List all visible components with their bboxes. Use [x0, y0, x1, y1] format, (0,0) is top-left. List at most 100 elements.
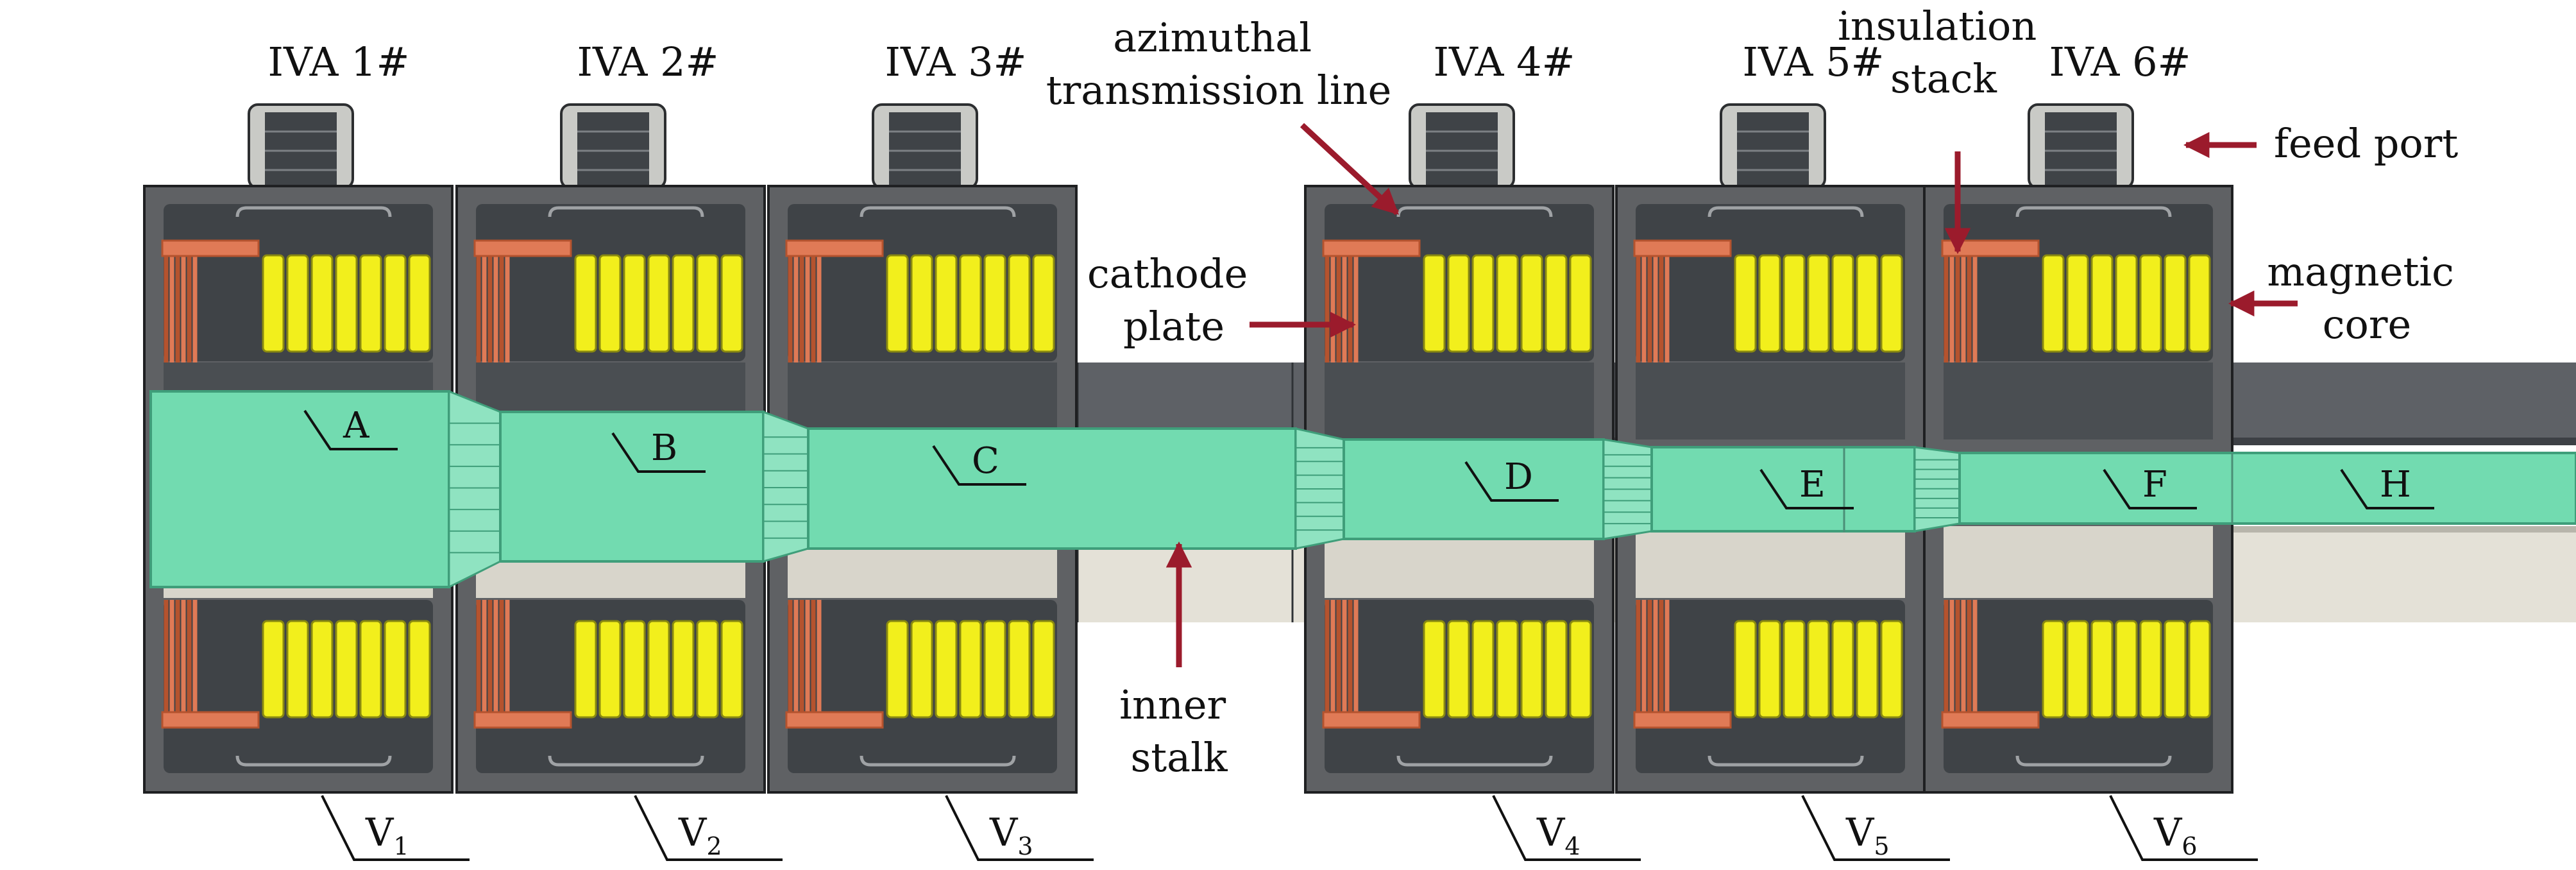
voltage-leader-6: [2109, 795, 2258, 861]
module-header-5: IVA 5#: [1743, 38, 1885, 85]
feed-port-label: feed port: [2274, 120, 2458, 167]
voltage-1: V1: [321, 795, 470, 861]
magnetic-core-upper-1-4: [335, 254, 358, 353]
lower-insulator-cap-4: [1322, 711, 1421, 729]
segment-leader-A: [303, 409, 398, 450]
upper-hook-3: [860, 206, 1016, 218]
magnetic-core-upper-3-7: [1032, 254, 1055, 353]
magnetic-core-lower-4-2: [1447, 620, 1470, 719]
magnetic-core-upper-4-4: [1496, 254, 1519, 353]
lower-insulator-cap-2: [473, 711, 572, 729]
magnetic-core-upper-4-6: [1545, 254, 1568, 353]
magnetic-core-upper-6-5: [2139, 254, 2162, 353]
insulation-stack-label: insulation stack: [1838, 3, 2049, 102]
magnetic-core-lower-4-6: [1545, 620, 1568, 719]
voltage-leader-3: [945, 795, 1094, 861]
magnetic-core-upper-2-7: [720, 254, 743, 353]
magnetic-core-upper-2-1: [574, 254, 597, 353]
lower-insulator-cap-3: [785, 711, 884, 729]
upper-insulator-cap-4: [1322, 239, 1421, 257]
magnetic-core-upper-4-3: [1471, 254, 1495, 353]
segment-D: D: [1464, 456, 1559, 502]
module-header-4: IVA 4#: [1434, 38, 1575, 85]
stalk-section-2: [499, 411, 765, 563]
segment-label-C: C: [972, 440, 999, 482]
magnetic-core-lower-1-3: [310, 620, 334, 719]
iva-cavity-4: [1304, 103, 1614, 794]
segment-B: B: [611, 427, 706, 473]
magnetic-core-upper-5-6: [1856, 254, 1879, 353]
magnetic-core-lower-3-7: [1032, 620, 1055, 719]
magnetic-core-lower-2-2: [598, 620, 622, 719]
voltage-label-4: V4: [1536, 810, 1580, 860]
magnetic-core-upper-5-4: [1807, 254, 1830, 353]
module-header-2: IVA 2#: [577, 38, 719, 85]
voltage-5: V5: [1801, 795, 1950, 861]
magnetic-core-lower-4-1: [1423, 620, 1446, 719]
segment-leader-B: [611, 432, 706, 473]
magnetic-core-upper-1-2: [286, 254, 309, 353]
magnetic-core-lower-5-6: [1856, 620, 1879, 719]
magnetic-core-upper-1-5: [359, 254, 382, 353]
voltage-label-5: V5: [1845, 810, 1890, 860]
voltage-leader-1: [321, 795, 470, 861]
magnetic-core-upper-2-2: [598, 254, 622, 353]
voltage-label-2: V2: [678, 810, 722, 860]
stalk-section-6: [1958, 452, 2576, 525]
magnetic-core-lower-4-5: [1520, 620, 1543, 719]
voltage-label-6: V6: [2153, 810, 2198, 860]
magnetic-core-upper-4-2: [1447, 254, 1470, 353]
magnetic-core-lower-3-5: [983, 620, 1006, 719]
segment-H: H: [2340, 464, 2434, 509]
module-bore-top-3: [788, 362, 1057, 439]
magnetic-core-upper-6-1: [2042, 254, 2065, 353]
magnetic-core-lower-3-3: [935, 620, 958, 719]
magnetic-core-lower-6-1: [2042, 620, 2065, 719]
magnetic-core-lower-5-7: [1880, 620, 1903, 719]
magnetic-core-lower-4-4: [1496, 620, 1519, 719]
magnetic-core-upper-6-6: [2164, 254, 2187, 353]
segment-label-H: H: [2380, 464, 2411, 506]
iva-cavity-6: [1923, 103, 2233, 794]
segment-label-F: F: [2142, 464, 2167, 506]
segment-leader-H: [2340, 468, 2434, 509]
voltage-leader-5: [1801, 795, 1950, 861]
lower-hook-5: [1707, 755, 1864, 767]
segment-leader-D: [1464, 461, 1559, 502]
segment-C: C: [932, 440, 1026, 486]
module-header-6: IVA 6#: [2049, 38, 2191, 85]
magnetic-core-upper-3-5: [983, 254, 1006, 353]
module-bore-bottom-5: [1636, 526, 1905, 598]
magnetic-core-upper-5-1: [1734, 254, 1757, 353]
segment-A: A: [303, 405, 398, 450]
voltage-2: V2: [634, 795, 783, 861]
voltage-4: V4: [1492, 795, 1641, 861]
upper-hook-4: [1396, 206, 1553, 218]
voltage-leader-2: [634, 795, 783, 861]
stalk-section-4: [1343, 438, 1605, 540]
magnetic-core-lower-6-6: [2164, 620, 2187, 719]
segment-label-D: D: [1504, 456, 1533, 498]
lower-hook-2: [548, 755, 704, 767]
magnetic-core-lower-2-3: [623, 620, 646, 719]
upper-insulator-cap-3: [785, 239, 884, 257]
segment-label-A: A: [343, 405, 369, 447]
module-header-3: IVA 3#: [885, 38, 1027, 85]
magnetic-core-lower-6-5: [2139, 620, 2162, 719]
voltage-label-1: V1: [365, 810, 409, 860]
lower-hook-1: [235, 755, 392, 767]
magnetic-core-lower-1-4: [335, 620, 358, 719]
upper-insulator-cap-5: [1633, 239, 1732, 257]
lower-insulator-cap-5: [1633, 711, 1732, 729]
magnetic-core-lower-6-2: [2066, 620, 2089, 719]
magnetic-core-lower-1-6: [384, 620, 407, 719]
magnetic-core-lower-3-1: [886, 620, 909, 719]
magnetic-core-upper-3-1: [886, 254, 909, 353]
magnetic-core-lower-3-4: [959, 620, 982, 719]
magnetic-core-upper-1-7: [408, 254, 431, 353]
module-bore-top-5: [1636, 362, 1905, 439]
upper-hook-6: [2015, 206, 2172, 218]
magnetic-core-lower-5-3: [1783, 620, 1806, 719]
upper-insulator-cap-2: [473, 239, 572, 257]
